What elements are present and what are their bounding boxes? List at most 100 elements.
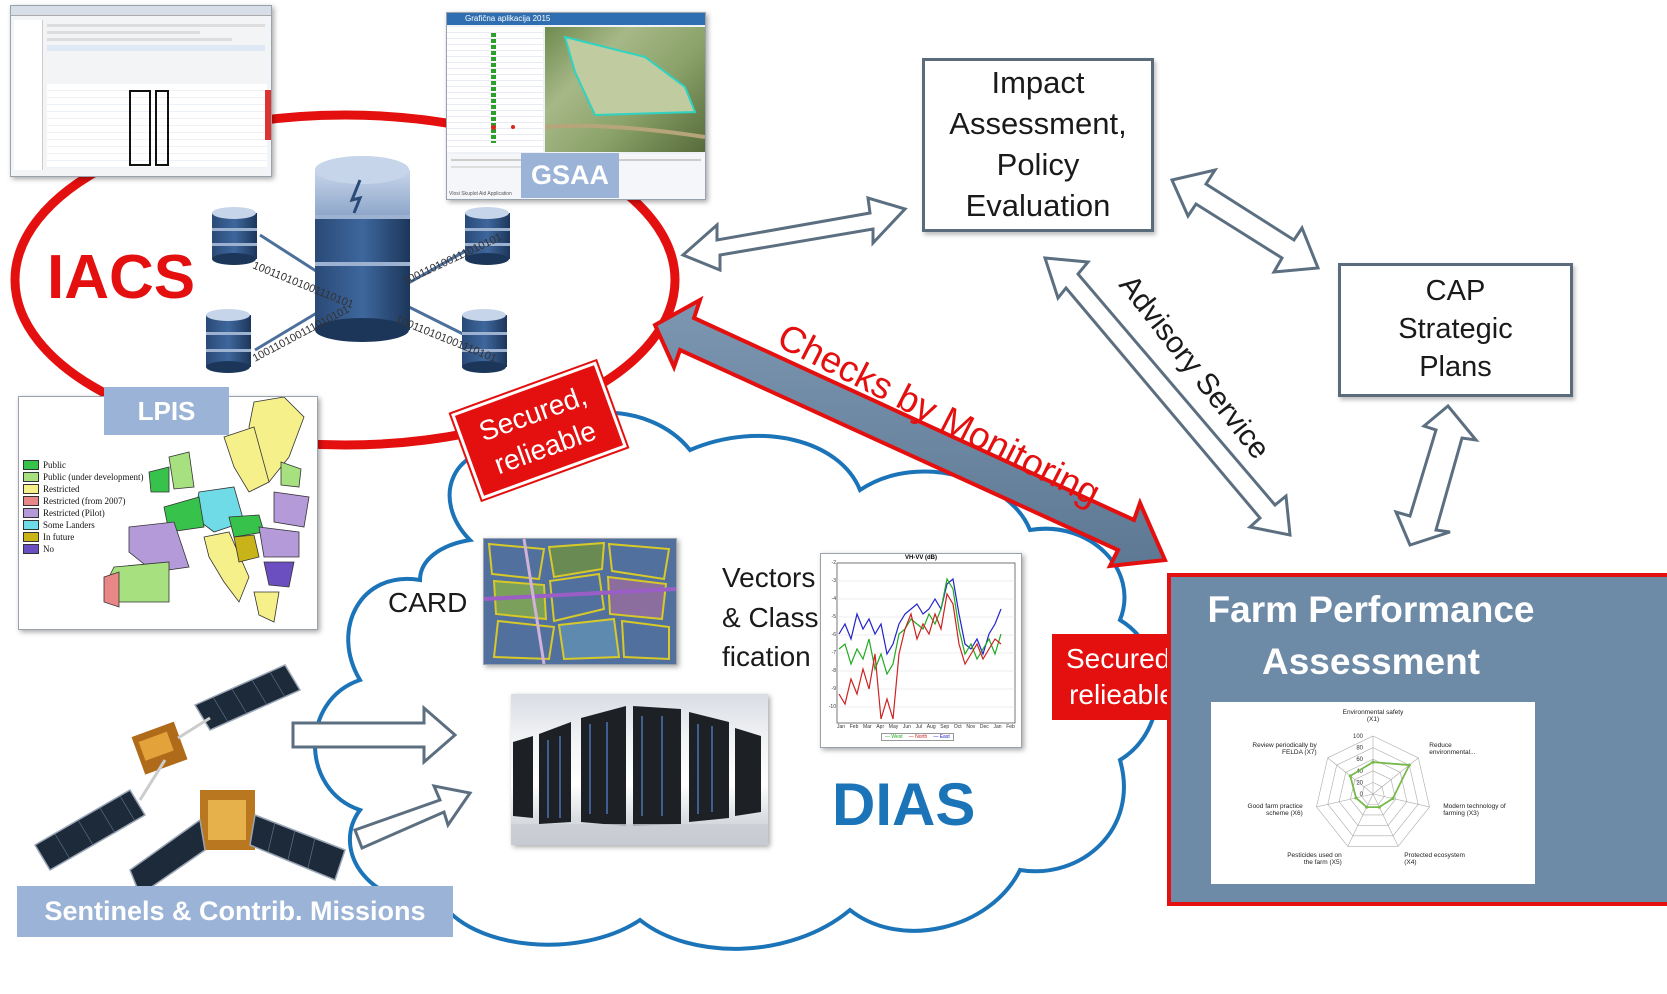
lpis-legend-item: Restricted xyxy=(23,483,143,495)
radar-tick-label: 80 xyxy=(1356,746,1363,752)
radar-axis-label: Environmental safety(X1) xyxy=(1343,709,1404,723)
vh-y-tick: -3 xyxy=(831,578,836,584)
central-database-icon xyxy=(315,156,410,342)
impact-assessment-box: Impact Assessment, Policy Evaluation xyxy=(922,58,1154,232)
vh-x-tick: Aug xyxy=(926,724,936,730)
vectors-label-line1: Vectors xyxy=(722,562,815,593)
radar-point xyxy=(1354,796,1358,800)
small-database-icon xyxy=(206,309,251,373)
farm-title-line1: Farm Performance xyxy=(1207,589,1535,630)
radar-axis-label: Protected ecosystem(X4) xyxy=(1404,852,1465,866)
radar-grid-ring xyxy=(1316,735,1430,847)
lpis-legend-item: Restricted (from 2007) xyxy=(23,495,143,507)
small-database-icon xyxy=(465,207,510,265)
lpis-legend-label: Public (under development) xyxy=(43,472,144,482)
radar-grid-ring xyxy=(1350,770,1396,816)
lpis-legend-swatch xyxy=(23,544,39,554)
double-arrow-advisory-service xyxy=(1042,256,1292,537)
vh-x-tick: Jun xyxy=(902,724,911,730)
radar-tick-label: 0 xyxy=(1360,792,1364,798)
data-center-photo xyxy=(511,694,768,845)
lpis-legend-label: In future xyxy=(43,532,75,542)
lpis-legend-label: Restricted (from 2007) xyxy=(43,496,126,506)
lpis-legend-swatch xyxy=(23,472,39,482)
vh-x-tick: Sep xyxy=(940,724,950,730)
gsaa-window-title: Grafična aplikacija 2015 xyxy=(447,13,705,25)
farm-title-line2: Assessment xyxy=(1261,641,1480,682)
vh-legend-item: — West xyxy=(885,734,903,740)
vh-x-tick: Nov xyxy=(966,724,976,730)
lpis-legend-swatch xyxy=(23,496,39,506)
sentinels-label: Sentinels & Contrib. Missions xyxy=(17,886,453,937)
radar-point xyxy=(1377,805,1381,809)
gsaa-label: GSAA xyxy=(521,153,619,198)
lpis-legend-label: Restricted xyxy=(43,484,80,494)
radar-spoke xyxy=(1347,793,1374,847)
double-arrow-iacs-impact xyxy=(680,195,908,273)
vh-y-tick: -6 xyxy=(831,632,836,638)
radar-tick-label: 60 xyxy=(1356,757,1363,763)
radar-spoke xyxy=(1372,757,1419,795)
vh-y-tick: -9 xyxy=(831,686,836,692)
double-arrow-impact-cap xyxy=(1169,167,1321,274)
vectors-label-line3: fication xyxy=(722,641,811,672)
radar-spoke xyxy=(1316,793,1374,808)
radar-spoke xyxy=(1372,793,1430,808)
vectors-label-line2: & Classi- xyxy=(722,602,834,633)
lpis-legend-item: Public (under development) xyxy=(23,471,143,483)
impact-line3: Policy xyxy=(996,147,1080,182)
impact-line1: Impact xyxy=(991,65,1085,101)
arrow-satellite-to-dias xyxy=(291,704,458,766)
lpis-legend-item: In future xyxy=(23,531,143,543)
lpis-legend-item: Some Landers xyxy=(23,519,143,531)
vh-y-tick: -4 xyxy=(831,596,836,602)
cap-strategic-plans-box: CAP Strategic Plans xyxy=(1338,263,1573,397)
secured-tag-line1: Secured, xyxy=(1065,643,1179,675)
gsaa-footer: Vlosi Skuplot Aid Application xyxy=(449,191,512,197)
arrow-satellite-to-dias xyxy=(353,783,473,851)
vh-x-tick: Feb xyxy=(849,724,859,730)
vh-y-tick: -2 xyxy=(831,560,836,566)
lpis-legend-swatch xyxy=(23,520,39,530)
lpis-legend-label: Some Landers xyxy=(43,520,95,530)
vh-x-tick: Apr xyxy=(876,724,885,730)
radar-grid-ring xyxy=(1361,782,1385,805)
cap-line1: CAP xyxy=(1425,275,1486,308)
lpis-legend-label: No xyxy=(43,544,54,554)
radar-grid-ring xyxy=(1338,758,1408,826)
double-arrow-checks-monitoring xyxy=(652,295,1168,569)
small-database-icon xyxy=(462,309,507,373)
vh-chart-title: VH-VV (dB) xyxy=(905,555,937,561)
vh-x-tick: Jan xyxy=(837,724,846,730)
card-label: CARD xyxy=(388,587,467,618)
cap-line3: Plans xyxy=(1419,350,1492,383)
iacs-ellipse xyxy=(10,110,680,450)
vh-x-tick: Mar xyxy=(863,724,872,730)
lpis-legend-swatch xyxy=(23,532,39,542)
lpis-legend-label: Restricted (Pilot) xyxy=(43,508,105,518)
impact-line2: Assessment, xyxy=(949,106,1127,142)
radar-point xyxy=(1407,763,1411,767)
vh-x-tick: Dec xyxy=(979,724,989,730)
vh-x-tick: Jul xyxy=(915,724,923,730)
vh-legend-item: — North xyxy=(908,734,928,740)
dias-title: DIAS xyxy=(832,771,975,838)
iacs-application-screenshot xyxy=(10,5,272,177)
vh-y-tick: -10 xyxy=(828,704,836,710)
cap-line2: Strategic xyxy=(1398,313,1513,346)
vh-legend: — West— North— East xyxy=(881,733,954,741)
double-arrow-cap-farm xyxy=(1393,403,1480,547)
radar-point xyxy=(1348,774,1352,778)
radar-point xyxy=(1365,805,1369,809)
lpis-legend-label: Public xyxy=(43,460,67,470)
radar-spoke xyxy=(1372,793,1399,847)
